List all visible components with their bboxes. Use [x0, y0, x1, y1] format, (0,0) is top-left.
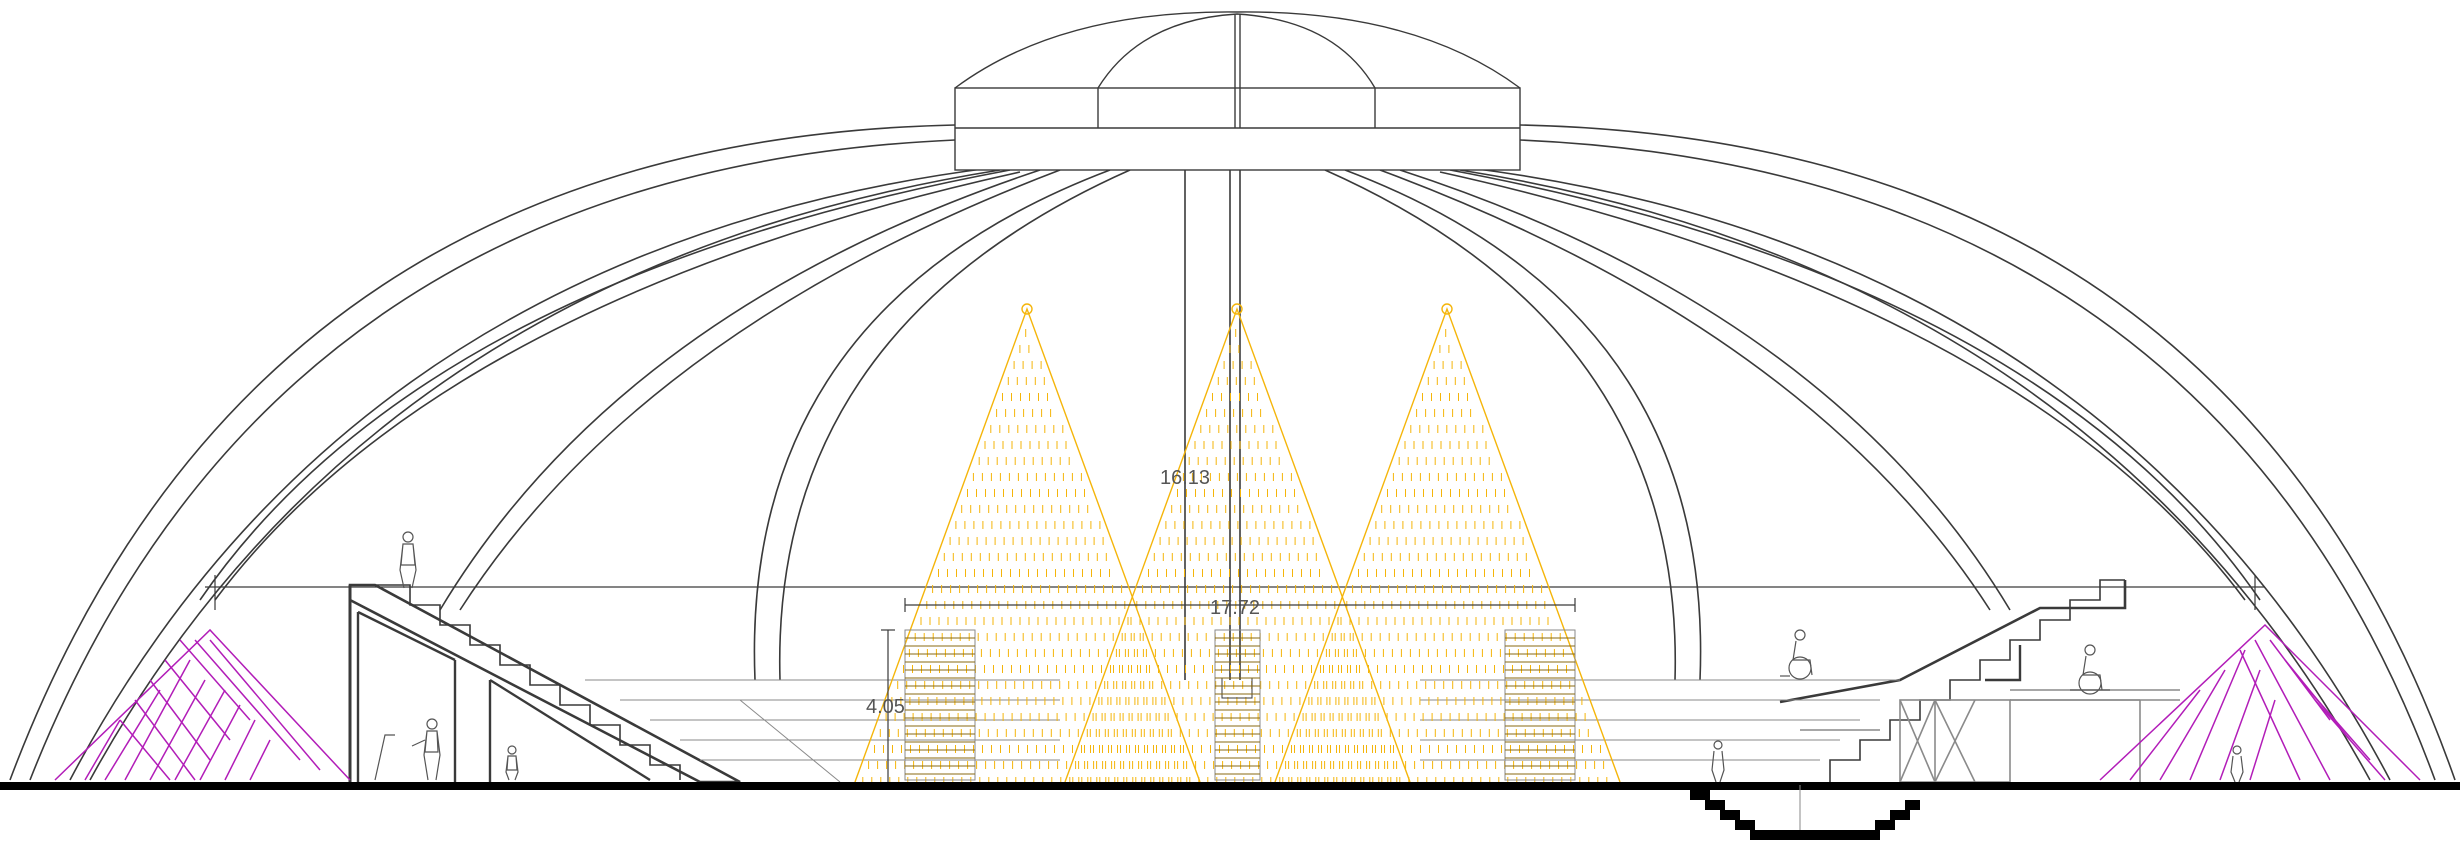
left-stair-block — [348, 583, 1060, 784]
rib-left-1 — [69, 167, 991, 781]
rib-right-3 — [1399, 169, 2011, 611]
light-cone-left — [854, 303, 1201, 783]
stage-height-label: 4.05 — [866, 696, 905, 718]
wheelchair-user-right — [2070, 644, 2110, 695]
person-figure-small-left — [505, 745, 519, 781]
outer-dome-arc — [9, 124, 956, 781]
light-cone-hatching — [862, 329, 1608, 785]
person-figure-far-right — [2230, 745, 2244, 783]
dimension-lines — [881, 598, 1576, 782]
person-figure-stair-right — [1711, 740, 1725, 783]
left-stair-slab — [348, 583, 741, 784]
lantern — [954, 11, 1521, 171]
span-dimension-label: 17.72 — [1210, 597, 1260, 619]
tower-right — [1504, 629, 1576, 781]
left-stair — [350, 584, 681, 780]
light-cone-center — [1064, 303, 1411, 783]
tower-left — [904, 629, 976, 781]
rib-left-2 — [199, 169, 1011, 601]
person-figure-upper-left — [399, 531, 417, 589]
height-dimension-label: 16.13 — [1160, 467, 1210, 489]
rib-left-3 — [439, 169, 1041, 611]
arch-left — [753, 169, 1111, 681]
gallery-line — [205, 575, 2265, 610]
arch-right — [1344, 169, 1702, 681]
lantern-base — [954, 87, 1521, 171]
tower-center — [1214, 629, 1261, 781]
right-stair-block — [1420, 579, 2180, 783]
ground-slab — [0, 782, 2460, 790]
light-cones — [854, 303, 1621, 783]
left-hatch-cone — [54, 628, 351, 781]
rib-right-2 — [1449, 169, 2261, 601]
person-figure-room — [374, 718, 441, 781]
ground — [0, 782, 2460, 840]
light-cone-right — [1274, 303, 1621, 783]
right-hatch-cone — [2099, 623, 2421, 781]
orchestra-pit — [1685, 790, 1920, 840]
human-figures — [374, 531, 2244, 783]
right-stair — [1829, 579, 2125, 782]
outer-dome-arc-right — [1519, 124, 2456, 781]
wheelchair-user-upper — [1780, 629, 1813, 680]
dome-structure — [9, 124, 2456, 781]
rib-right-1 — [1469, 167, 2391, 781]
lantern-cap — [954, 11, 1521, 89]
tower-rungs — [905, 637, 1575, 775]
